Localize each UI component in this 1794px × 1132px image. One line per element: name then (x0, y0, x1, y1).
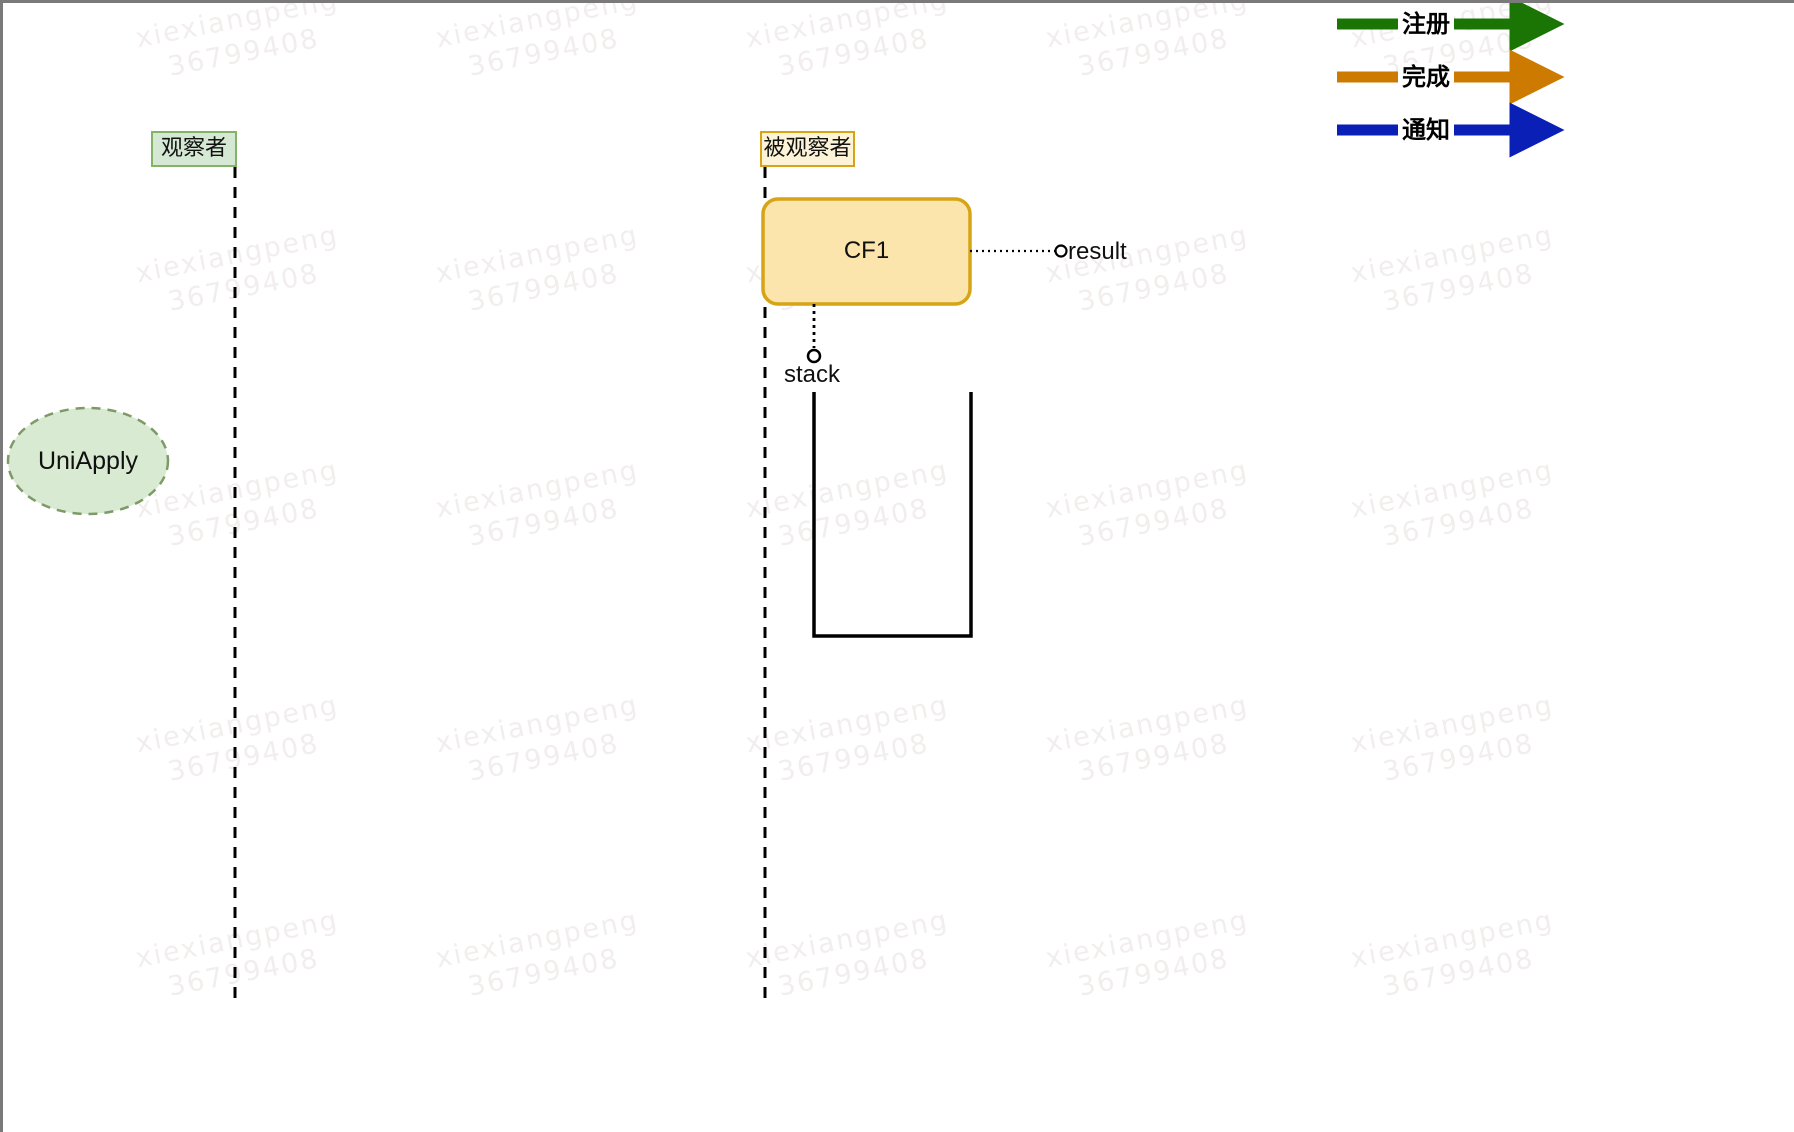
text-overlay-layer: 观察者 被观察者 CF1 UniApply result stack 注册 完成 (3, 3, 1794, 1132)
cf1-label-text: CF1 (843, 237, 890, 264)
result-endpoint-circle (1054, 244, 1068, 258)
participant-observer-label: 观察者 (160, 136, 227, 161)
stack-endpoint-circle (806, 348, 822, 364)
result-label-text: result (1068, 238, 1127, 265)
stack-label-text: stack (784, 361, 841, 388)
legend-register-text: 注册 (1398, 10, 1454, 38)
legend-label-register[interactable]: 注册 (1337, 10, 1515, 38)
participant-observer[interactable]: 观察者 (151, 131, 237, 167)
legend-label-notify[interactable]: 通知 (1337, 116, 1515, 144)
cf1-label: CF1 (763, 237, 970, 265)
legend-complete-text: 完成 (1398, 63, 1454, 91)
uniapply-ellipse[interactable] (6, 406, 170, 516)
result-label: result (1068, 238, 1127, 266)
legend-label-complete[interactable]: 完成 (1337, 63, 1515, 91)
uniapply-label: UniApply (8, 447, 168, 476)
stack-container-shape (812, 392, 973, 638)
uniapply-label-text: UniApply (37, 447, 139, 475)
participant-subject-label: 被观察者 (763, 136, 852, 161)
legend-notify-text: 通知 (1398, 116, 1454, 144)
diagram-vector-layer (6, 3, 1565, 1005)
result-connector-group (970, 244, 1068, 258)
stack-label: stack (784, 361, 840, 389)
participant-subject[interactable]: 被观察者 (760, 131, 855, 167)
stack-connector-group (806, 304, 822, 364)
